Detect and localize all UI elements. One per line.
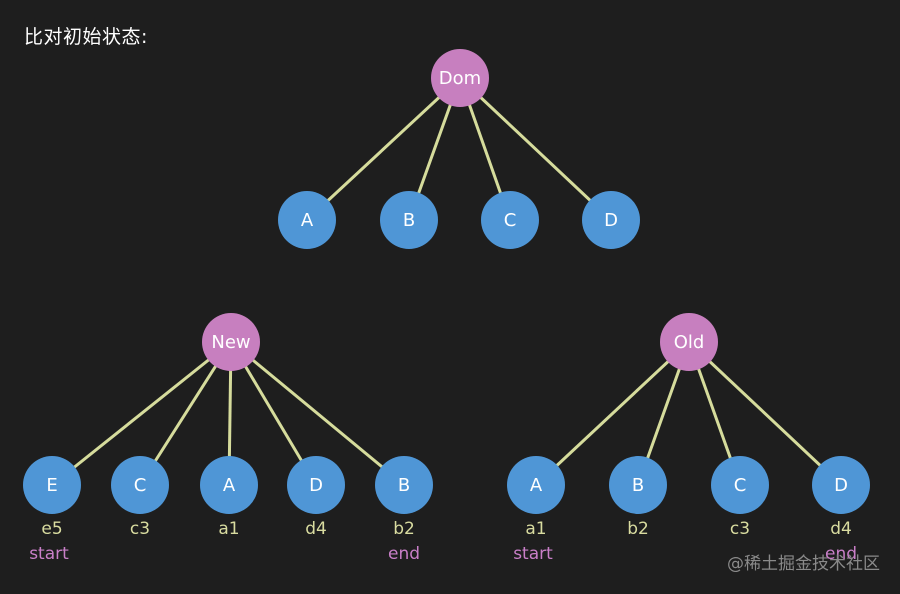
root-node-dom [431,49,489,107]
child-node-old-c [711,456,769,514]
child-label-new-b: B [398,475,410,496]
child-node-new-b [375,456,433,514]
edge-old-a [534,340,691,487]
key-label-old-c: c3 [730,519,750,539]
child-node-dom-b [380,191,438,249]
key-label-old-b: b2 [627,519,649,539]
diagram-title: 比对初始状态: [24,26,148,48]
child-node-new-c [111,456,169,514]
edge-new-e [51,340,232,487]
root-label-dom: Dom [439,68,481,89]
key-label-new-d: d4 [305,519,327,539]
child-label-old-b: B [632,475,644,496]
child-label-old-d: D [834,475,848,496]
root-node-new [202,313,260,371]
child-label-old-a: A [530,475,543,496]
pointer-label-start-old: start [513,544,553,564]
key-label-old-a: a1 [525,519,546,539]
child-node-new-d [287,456,345,514]
edge-old-d [687,340,843,487]
child-node-old-d [812,456,870,514]
child-node-dom-d [582,191,640,249]
child-node-dom-a [278,191,336,249]
watermark: @稀土掘金技术社区 [727,554,880,574]
edge-dom-d [458,76,613,222]
key-label-new-e: e5 [41,519,62,539]
child-node-new-a [200,456,258,514]
edge-dom-a [305,76,462,222]
child-label-dom-a: A [301,210,314,231]
child-label-dom-c: C [504,210,517,231]
pointer-label-end-old: end [825,544,857,564]
child-node-new-e [23,456,81,514]
child-node-dom-c [481,191,539,249]
child-label-dom-b: B [403,210,415,231]
key-label-new-a: a1 [218,519,239,539]
child-label-new-a: A [223,475,236,496]
child-label-new-d: D [309,475,323,496]
root-label-new: New [211,332,250,353]
pointer-label-start-new: start [29,544,69,564]
child-label-new-e: E [46,475,57,496]
child-node-old-b [609,456,667,514]
pointer-label-end-new: end [388,544,420,564]
key-label-old-d: d4 [830,519,852,539]
root-node-old [660,313,718,371]
child-label-old-c: C [734,475,747,496]
key-label-new-b: b2 [393,519,415,539]
key-label-new-c: c3 [130,519,150,539]
child-node-old-a [507,456,565,514]
child-label-dom-d: D [604,210,618,231]
child-label-new-c: C [134,475,147,496]
edge-new-b [230,340,405,487]
root-label-old: Old [674,332,705,353]
